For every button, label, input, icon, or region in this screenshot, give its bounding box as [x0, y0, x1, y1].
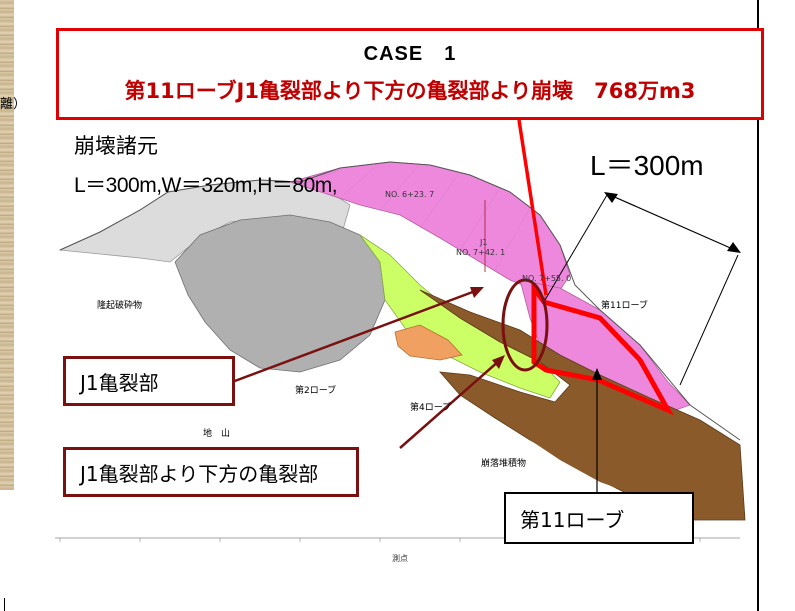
- leader-j1-arrowhead: [470, 287, 484, 298]
- callout-lower-crack: J1亀裂部より下方の亀裂部: [63, 447, 359, 497]
- length-arrowhead-left: [604, 192, 618, 203]
- specs-dimensions: L＝300m,W＝320m,H＝80m,: [74, 174, 338, 197]
- label-bedrock: 地 山: [203, 429, 231, 439]
- right-border-line: [757, 0, 759, 611]
- left-edge-text: 離）: [0, 97, 27, 112]
- pink-hatch: [299, 162, 531, 271]
- label-lobe4: 第4ローブ: [410, 403, 452, 413]
- length-arrow: [609, 194, 736, 251]
- leader-lower-crack: [399, 359, 501, 449]
- length-ext-left: [544, 194, 608, 301]
- length-label: L＝300m: [590, 150, 704, 181]
- length-ext-right: [679, 254, 739, 386]
- label-uplift-debris: 隆起破砕物: [97, 301, 143, 311]
- label-lobe2: 第2ローブ: [295, 386, 337, 396]
- title-box: CASE 1 第11ローブJ1亀裂部より下方の亀裂部より崩壊 768万m3: [56, 28, 764, 120]
- label-lobe11: 第11ローブ: [601, 301, 648, 311]
- leader-lobe11-arrowhead: [592, 368, 602, 380]
- case-title: CASE 1: [363, 43, 457, 65]
- case-subtitle: 第11ローブJ1亀裂部より下方の亀裂部より崩壊 768万m3: [124, 79, 696, 103]
- callout-lobe11: 第11ローブ: [504, 492, 694, 544]
- bottom-tick: [4, 598, 5, 611]
- crack-ellipse: [501, 278, 549, 372]
- length-arrowhead-right: [727, 242, 741, 253]
- leader-lower-arrowhead: [492, 355, 505, 369]
- orange-lobe: [394, 324, 463, 361]
- left-photo-strip: [0, 0, 14, 490]
- x-axis-label: 測点: [392, 554, 408, 563]
- ground-surface-line: [59, 161, 741, 441]
- red-pointer-line: [517, 119, 548, 296]
- collapse-outline: [531, 280, 674, 416]
- label-collapse-deposit: 崩落堆積物: [481, 459, 527, 469]
- label-j1: J1: [480, 238, 488, 247]
- label-j1-station: NO. 7+42. 1: [456, 248, 506, 257]
- gray-mass: [174, 214, 386, 373]
- brown-slope: [530, 402, 740, 515]
- label-station-lower: NO. 7+55. 0: [522, 274, 572, 283]
- callout-j1-crack: J1亀裂部: [63, 356, 235, 406]
- label-station-upper: NO. 6+23. 7: [385, 190, 435, 199]
- leader-j1-crack: [231, 288, 479, 384]
- specs-heading: 崩壊諸元: [74, 134, 158, 158]
